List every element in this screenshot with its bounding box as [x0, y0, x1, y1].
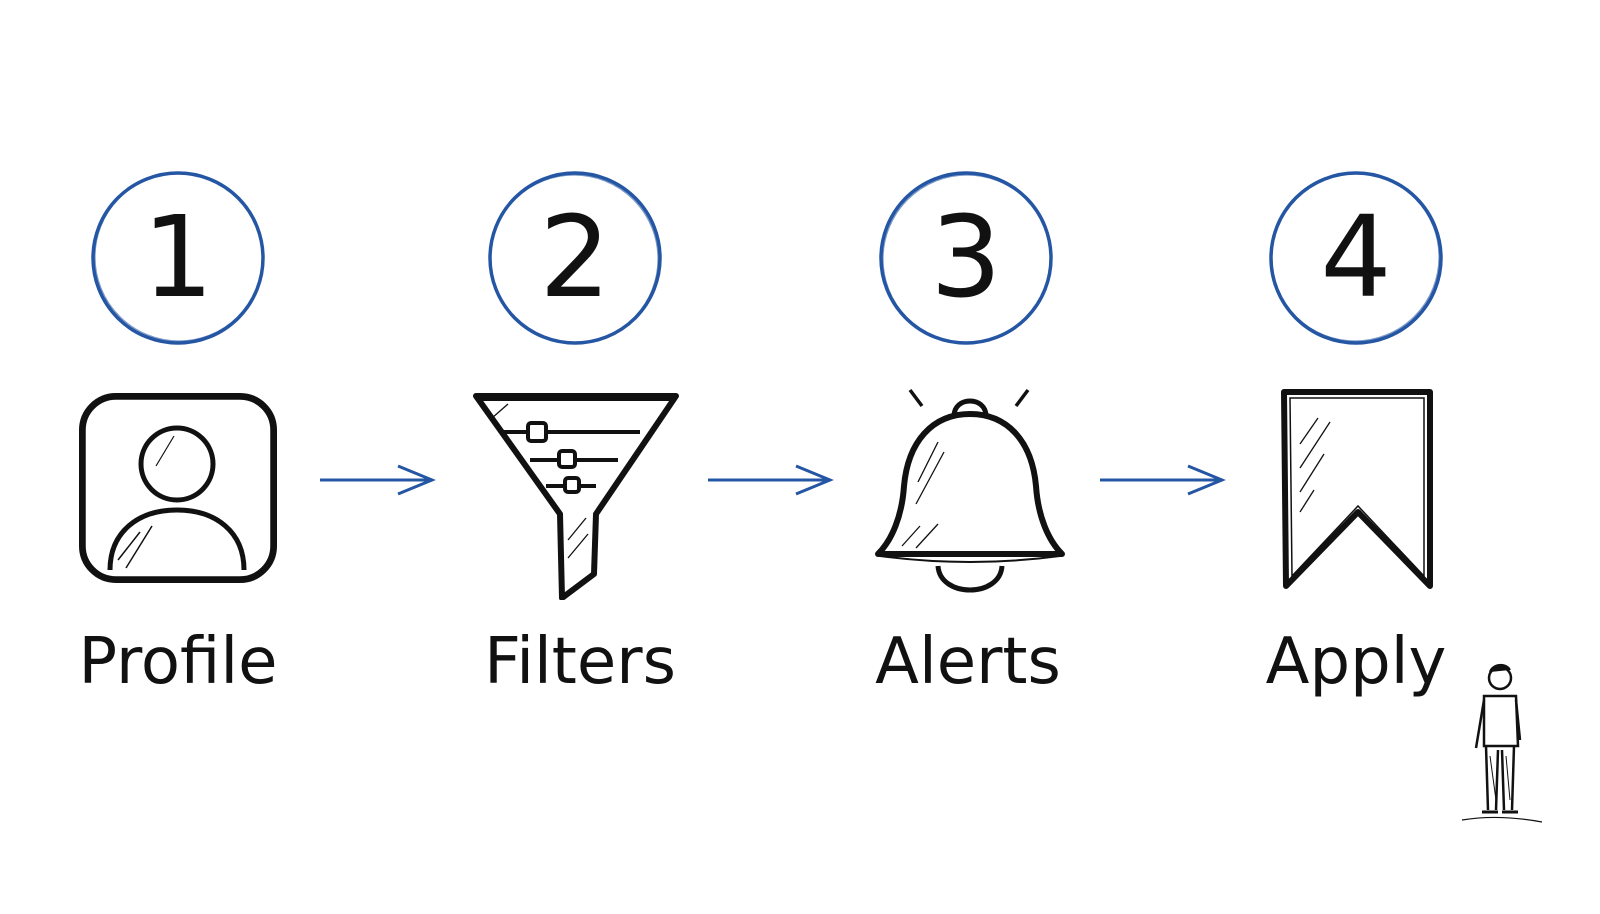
step-4-number: 4 [1320, 193, 1392, 323]
arrow-right-icon [706, 462, 836, 502]
step-4-number-circle: 4 [1268, 170, 1444, 346]
bookmark-icon [1278, 388, 1438, 598]
step-1-number: 1 [142, 193, 214, 323]
arrow-right-icon [318, 462, 438, 502]
step-3-number: 3 [930, 193, 1002, 323]
step-3-label: Alerts [875, 625, 1061, 699]
step-2-number-circle: 2 [487, 170, 663, 346]
bell-icon [872, 386, 1068, 600]
arrow-right-icon [1098, 462, 1228, 502]
step-1-label: Profile [78, 625, 278, 699]
step-4-label: Apply [1265, 625, 1447, 699]
funnel-filter-icon [472, 390, 682, 604]
profile-icon [78, 392, 278, 588]
step-2-number: 2 [539, 193, 611, 323]
person-figure-icon [1458, 660, 1548, 834]
step-1-number-circle: 1 [90, 170, 266, 346]
step-2-label: Filters [484, 625, 676, 699]
step-3-number-circle: 3 [878, 170, 1054, 346]
